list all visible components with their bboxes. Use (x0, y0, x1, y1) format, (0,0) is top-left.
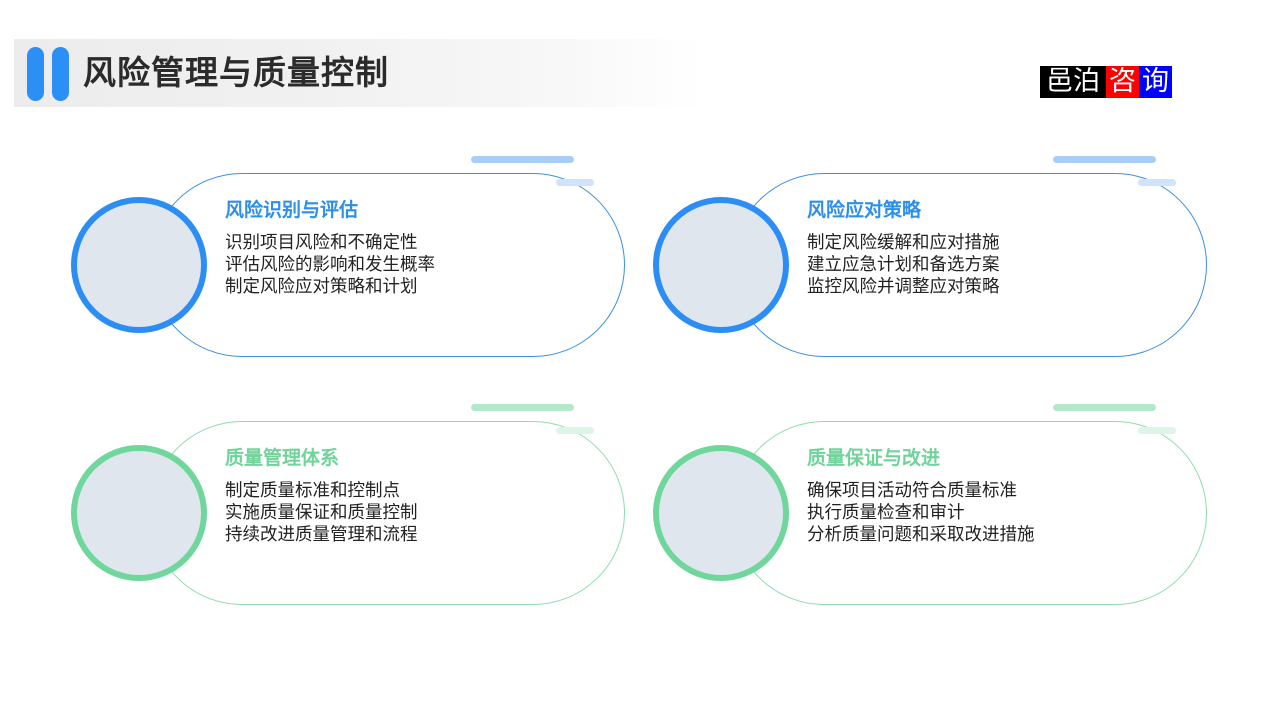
logo-text-part3: 询 (1139, 66, 1172, 98)
card-line: 确保项目活动符合质量标准 (807, 481, 1017, 501)
card-quality-system: 质量管理体系 制定质量标准和控制点 实施质量保证和质量控制 持续改进质量管理和流… (60, 398, 640, 618)
card-quality-assurance: 质量保证与改进 确保项目活动符合质量标准 执行质量检查和审计 分析质量问题和采取… (642, 398, 1222, 618)
decorative-bar (471, 156, 574, 163)
card-risk-identification: 风险识别与评估 识别项目风险和不确定性 评估风险的影响和发生概率 制定风险应对策… (60, 150, 640, 370)
decorative-bar (1138, 427, 1176, 434)
decorative-bar (471, 404, 574, 411)
writing-notes-photo (653, 197, 789, 333)
card-line: 制定风险应对策略和计划 (225, 277, 418, 297)
card-line: 评估风险的影响和发生概率 (225, 255, 435, 275)
card-bullet-list: 制定质量标准和控制点 实施质量保证和质量控制 持续改进质量管理和流程 (225, 480, 418, 546)
card-heading: 质量管理体系 (225, 447, 340, 469)
card-pill-outline (150, 421, 625, 605)
decorative-bar (1053, 404, 1156, 411)
handshake-photo (653, 445, 789, 581)
decorative-bar (556, 427, 594, 434)
card-line: 识别项目风险和不确定性 (225, 233, 418, 253)
card-line: 制定风险缓解和应对措施 (807, 233, 1000, 253)
logo-text-part1: 邑泊 (1040, 66, 1106, 98)
card-pill-outline (732, 421, 1207, 605)
card-bullet-list: 确保项目活动符合质量标准 执行质量检查和审计 分析质量问题和采取改进措施 (807, 480, 1035, 546)
title-accent-bar (27, 47, 44, 101)
card-heading: 风险应对策略 (807, 199, 922, 221)
card-bullet-list: 识别项目风险和不确定性 评估风险的影响和发生概率 制定风险应对策略和计划 (225, 232, 435, 298)
decorative-bar (556, 179, 594, 186)
card-bullet-list: 制定风险缓解和应对措施 建立应急计划和备选方案 监控风险并调整应对策略 (807, 232, 1000, 298)
title-band (14, 39, 704, 107)
decorative-bar (1138, 179, 1176, 186)
card-pill-outline (732, 173, 1207, 357)
card-line: 持续改进质量管理和流程 (225, 525, 418, 545)
brand-logo: 邑泊 咨 询 (1040, 66, 1172, 98)
card-line: 执行质量检查和审计 (807, 503, 965, 523)
card-pill-outline (150, 173, 625, 357)
card-heading: 风险识别与评估 (225, 199, 359, 221)
page-title: 风险管理与质量控制 (83, 53, 389, 92)
logo-text-part2: 咨 (1106, 66, 1139, 98)
meeting-room-photo (71, 445, 207, 581)
decorative-bar (1053, 156, 1156, 163)
card-line: 制定质量标准和控制点 (225, 481, 400, 501)
card-risk-response: 风险应对策略 制定风险缓解和应对措施 建立应急计划和备选方案 监控风险并调整应对… (642, 150, 1222, 370)
card-heading: 质量保证与改进 (807, 447, 941, 469)
card-line: 分析质量问题和采取改进措施 (807, 525, 1035, 545)
card-line: 监控风险并调整应对策略 (807, 277, 1000, 297)
title-accent-bar (52, 47, 69, 101)
card-line: 实施质量保证和质量控制 (225, 503, 418, 523)
team-office-photo (71, 197, 207, 333)
card-line: 建立应急计划和备选方案 (807, 255, 1000, 275)
